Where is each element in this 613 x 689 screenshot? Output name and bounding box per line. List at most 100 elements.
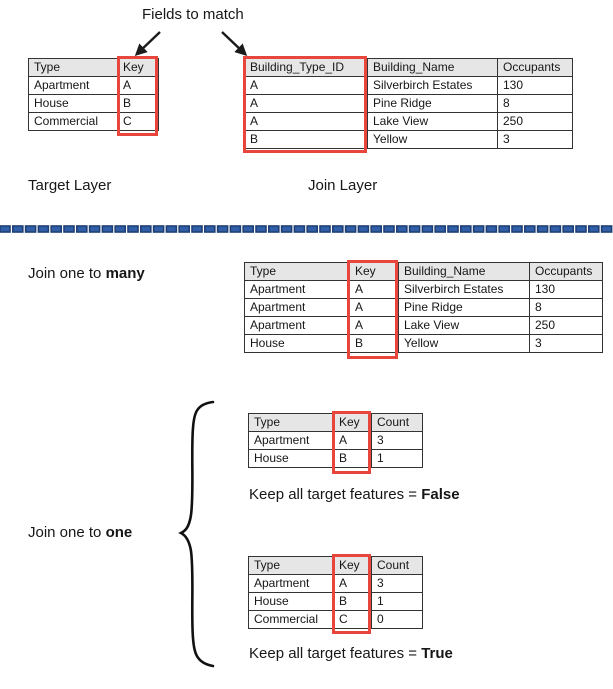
cell-count: 3 — [371, 574, 423, 593]
join-layer-table-wrap: Building_Type_ID Building_Name Occupants… — [244, 58, 573, 149]
column-header: Type — [248, 556, 334, 575]
cell-count: 3 — [371, 431, 423, 450]
column-header: Key — [349, 262, 399, 281]
join-one-to-one-prefix: Join one to — [28, 524, 106, 541]
cell-key: B — [349, 334, 399, 353]
one-to-many-table-wrap: Type Key Building_Name Occupants Apartme… — [244, 262, 603, 353]
cell-occupants: 3 — [529, 334, 603, 353]
cell-type: Apartment — [248, 431, 334, 450]
one-to-one-false-table-wrap: Type Key Count Apartment A 3 House B 1 — [248, 413, 423, 468]
cell-count: 0 — [371, 610, 423, 629]
curly-brace — [178, 400, 215, 668]
keep-all-false-prefix: Keep all target features = — [249, 486, 422, 503]
cell-building-type-id: A — [244, 94, 368, 113]
join-one-to-many-label: Join one to many — [28, 266, 145, 281]
join-one-to-one-label: Join one to one — [28, 525, 132, 540]
cell-type: House — [248, 449, 334, 468]
cell-type: Apartment — [244, 316, 350, 335]
one-to-one-false-table: Type Key Count Apartment A 3 House B 1 — [248, 413, 423, 468]
join-one-to-one-emphasis: one — [105, 524, 133, 541]
table-header-row: Building_Type_ID Building_Name Occupants — [244, 58, 573, 77]
join-layer-caption: Join Layer — [308, 177, 378, 194]
target-layer-caption: Target Layer — [28, 177, 112, 194]
column-header: Type — [248, 413, 334, 432]
column-header: Building_Type_ID — [244, 58, 368, 77]
cell-building-type-id: B — [244, 130, 368, 149]
column-header: Count — [371, 413, 423, 432]
cell-building-name: Pine Ridge — [367, 94, 498, 113]
cell-occupants: 130 — [529, 280, 603, 299]
cell-key: A — [117, 76, 159, 95]
column-header: Building_Name — [398, 262, 530, 281]
column-header: Count — [371, 556, 423, 575]
cell-key: C — [117, 112, 159, 131]
table-row: Apartment A 3 — [248, 574, 423, 593]
table-row: Apartment A Silverbirch Estates 130 — [244, 280, 603, 299]
arrow-to-target-key — [134, 31, 161, 56]
divider-dashes — [0, 225, 613, 233]
table-row: B Yellow 3 — [244, 130, 573, 149]
column-header: Key — [333, 413, 372, 432]
table-row: House B Yellow 3 — [244, 334, 603, 353]
table-header-row: Type Key Count — [248, 413, 423, 432]
cell-key: A — [349, 280, 399, 299]
cell-occupants: 250 — [497, 112, 573, 131]
cell-building-type-id: A — [244, 76, 368, 95]
table-row: House B — [28, 94, 159, 113]
table-row: House B 1 — [248, 592, 423, 611]
column-header: Key — [117, 58, 159, 77]
arrow-to-join-key — [221, 31, 248, 56]
cell-type: Commercial — [28, 112, 118, 131]
cell-occupants: 130 — [497, 76, 573, 95]
cell-key: A — [349, 298, 399, 317]
target-layer-table: Type Key Apartment A House B Commercial … — [28, 58, 159, 131]
cell-count: 1 — [371, 449, 423, 468]
cell-type: House — [28, 94, 118, 113]
cell-occupants: 8 — [529, 298, 603, 317]
table-row: Commercial C — [28, 112, 159, 131]
cell-type: Commercial — [248, 610, 334, 629]
cell-occupants: 250 — [529, 316, 603, 335]
fields-to-match-label: Fields to match — [142, 6, 244, 23]
one-to-one-true-table: Type Key Count Apartment A 3 House B 1 C… — [248, 556, 423, 629]
table-row: Commercial C 0 — [248, 610, 423, 629]
cell-key: A — [349, 316, 399, 335]
cell-type: Apartment — [244, 280, 350, 299]
table-header-row: Type Key Count — [248, 556, 423, 575]
cell-type: House — [244, 334, 350, 353]
cell-building-name: Lake View — [398, 316, 530, 335]
cell-building-name: Silverbirch Estates — [367, 76, 498, 95]
cell-occupants: 3 — [497, 130, 573, 149]
cell-type: House — [248, 592, 334, 611]
cell-building-name: Yellow — [398, 334, 530, 353]
column-header: Key — [333, 556, 372, 575]
cell-building-name: Lake View — [367, 112, 498, 131]
cell-occupants: 8 — [497, 94, 573, 113]
target-layer-table-wrap: Type Key Apartment A House B Commercial … — [28, 58, 159, 131]
cell-building-name: Yellow — [367, 130, 498, 149]
join-one-to-many-emphasis: many — [105, 265, 145, 282]
column-header: Type — [28, 58, 118, 77]
table-header-row: Type Key Building_Name Occupants — [244, 262, 603, 281]
keep-all-true-prefix: Keep all target features = — [249, 645, 422, 662]
table-row: House B 1 — [248, 449, 423, 468]
keep-all-true-label: Keep all target features = True — [249, 646, 453, 661]
cell-key: A — [333, 574, 372, 593]
cell-key: C — [333, 610, 372, 629]
cell-type: Apartment — [244, 298, 350, 317]
table-row: Apartment A 3 — [248, 431, 423, 450]
cell-building-name: Silverbirch Estates — [398, 280, 530, 299]
cell-key: A — [333, 431, 372, 450]
section-divider — [0, 220, 613, 233]
one-to-one-true-table-wrap: Type Key Count Apartment A 3 House B 1 C… — [248, 556, 423, 629]
cell-building-type-id: A — [244, 112, 368, 131]
cell-type: Apartment — [28, 76, 118, 95]
cell-key: B — [333, 449, 372, 468]
cell-building-name: Pine Ridge — [398, 298, 530, 317]
column-header: Building_Name — [367, 58, 498, 77]
column-header: Type — [244, 262, 350, 281]
keep-all-true-value: True — [421, 645, 453, 662]
table-row: Apartment A — [28, 76, 159, 95]
keep-all-false-label: Keep all target features = False — [249, 487, 460, 502]
table-row: Apartment A Pine Ridge 8 — [244, 298, 603, 317]
